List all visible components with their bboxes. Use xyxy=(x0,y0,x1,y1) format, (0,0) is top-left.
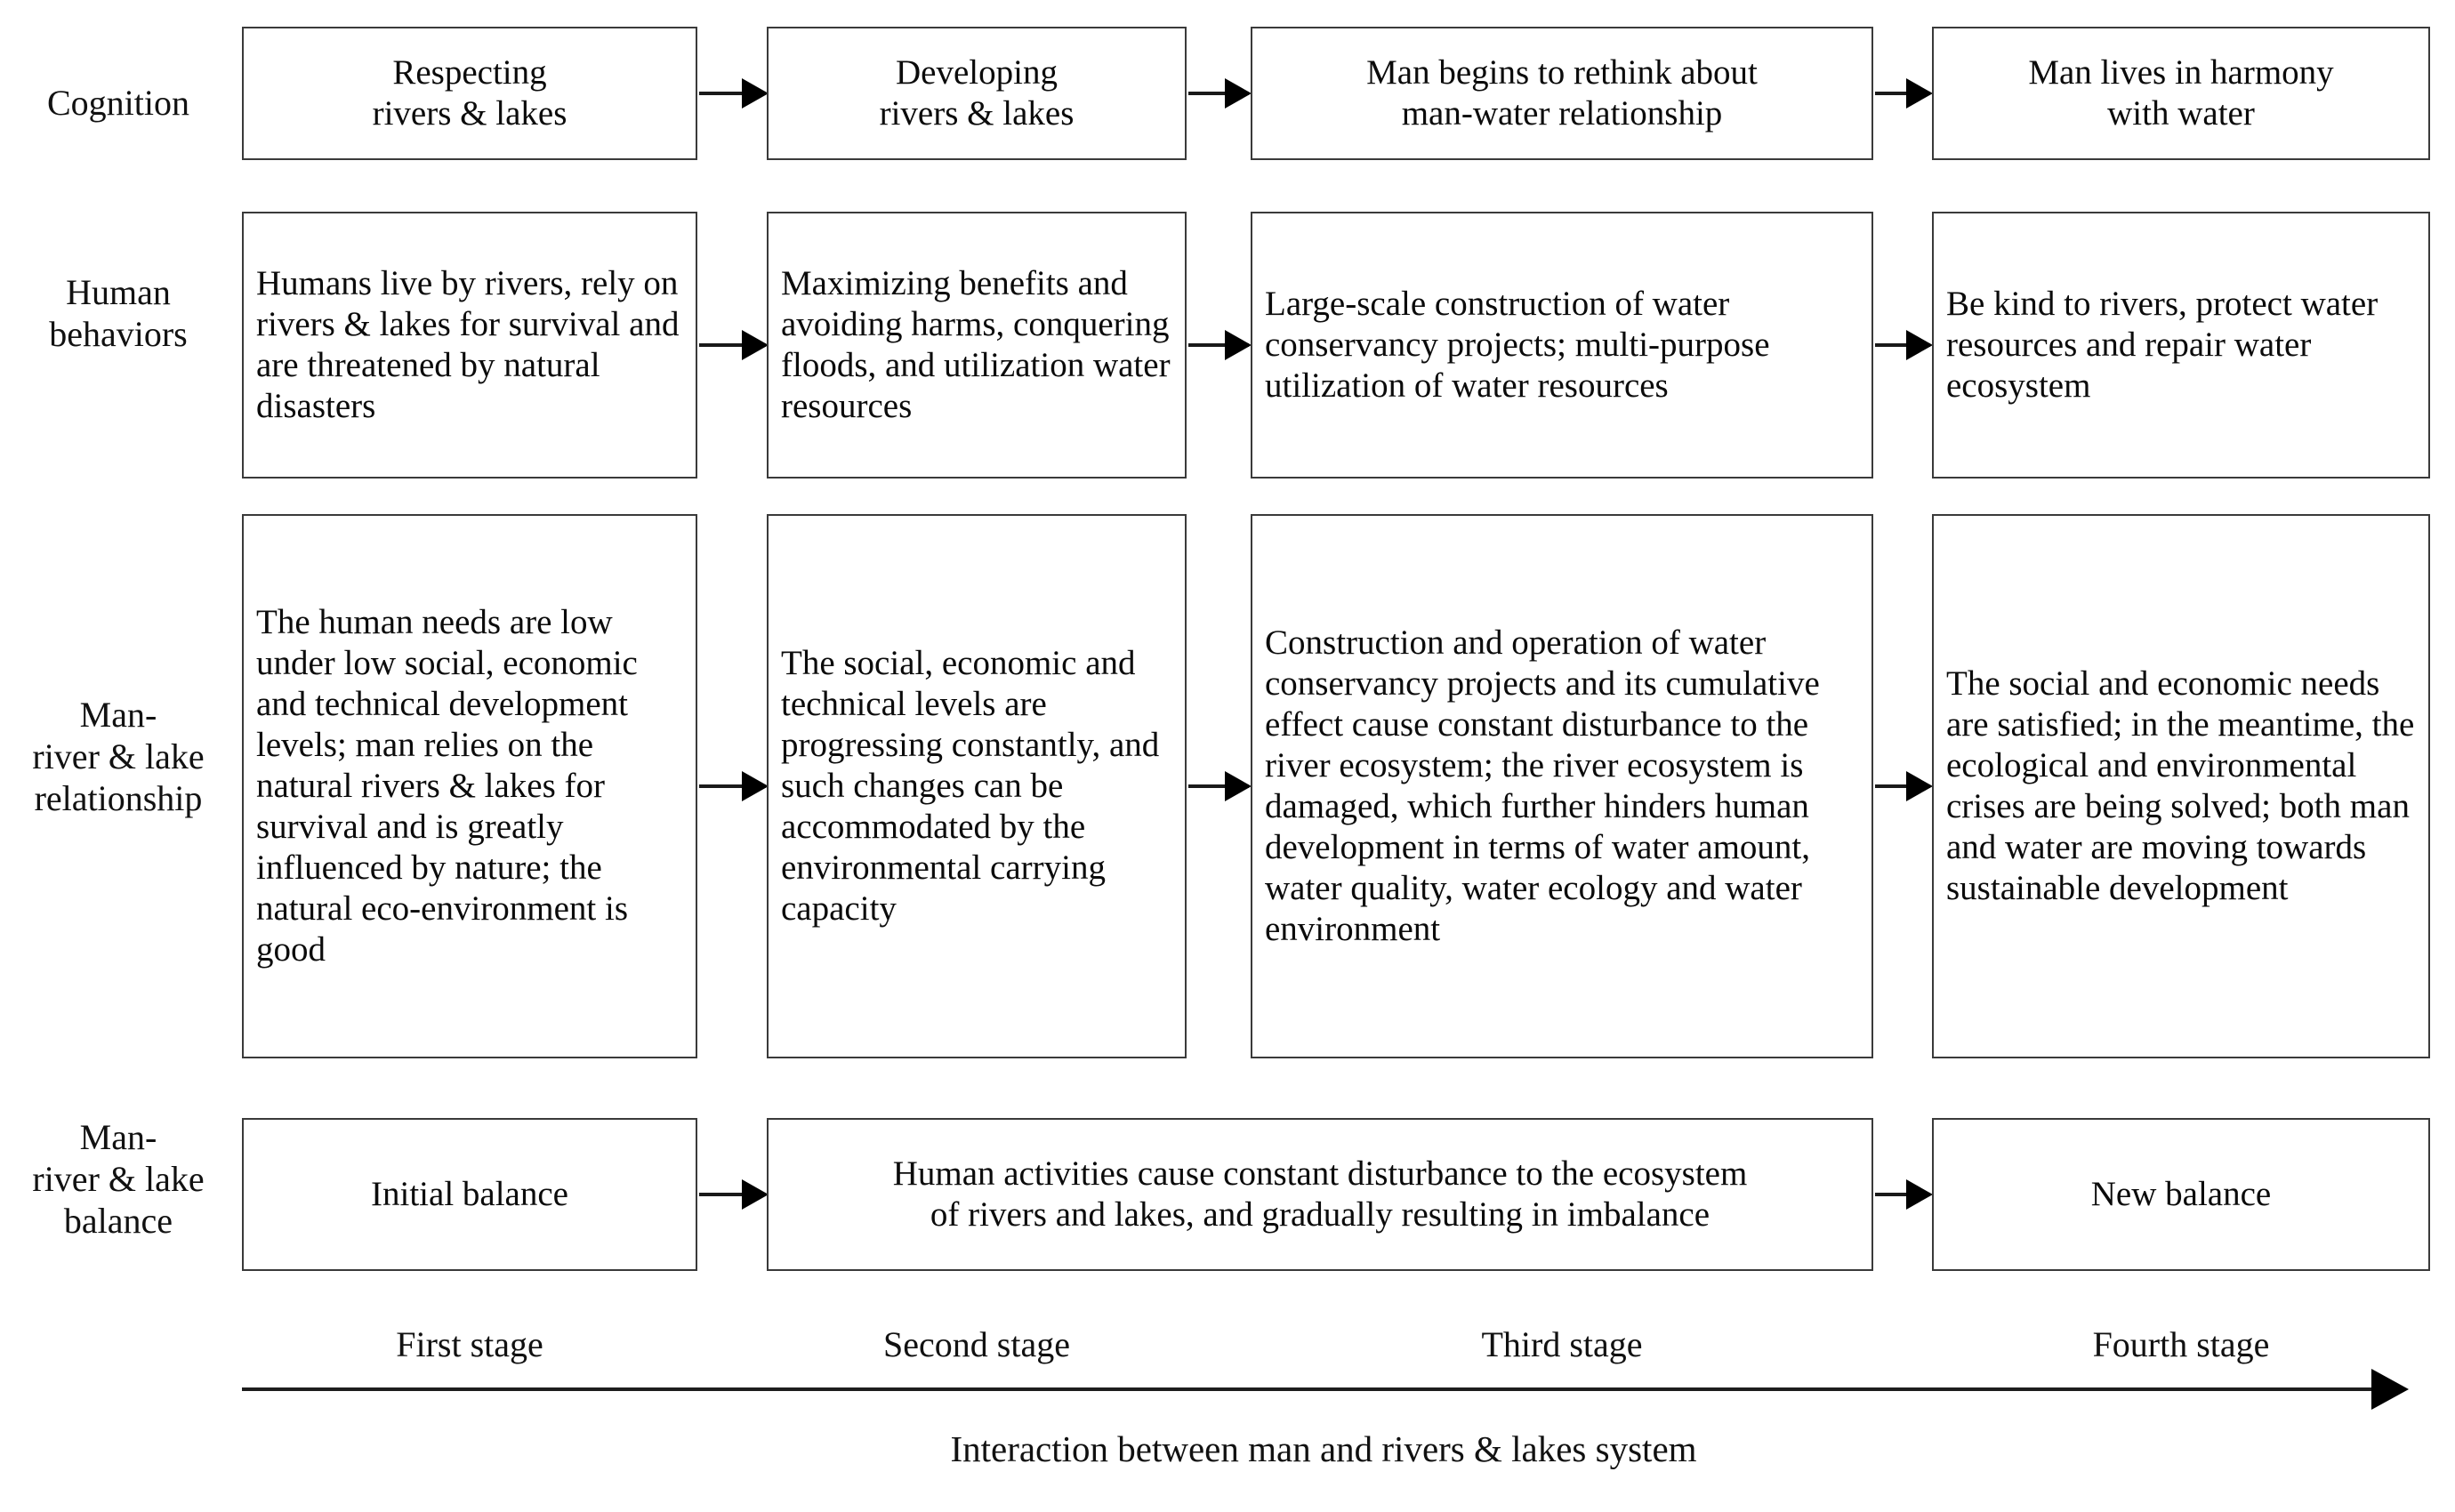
balance-stage-2-text: Human activities cause constant disturba… xyxy=(892,1154,1748,1234)
relationship-stage-3-text: Construction and operation of water cons… xyxy=(1265,623,1820,949)
row-label-human-behaviors: Human behaviors xyxy=(7,271,229,355)
row-label-man-river-lake-relationship: Man- river & lake relationship xyxy=(7,694,229,820)
arrow-human-behaviors-2-to-3 xyxy=(1188,343,1249,347)
relationship-stage-2-text: The social, economic and technical level… xyxy=(781,643,1160,929)
arrow-balance-1-to-2 xyxy=(699,1193,766,1196)
row-label-line: balance xyxy=(63,1201,173,1242)
arrow-cognition-3-to-4 xyxy=(1875,92,1930,95)
arrow-human-behaviors-1-to-2 xyxy=(699,343,766,347)
row-label-line: Man- xyxy=(79,695,157,735)
relationship-stage-1-box[interactable]: The human needs are low under low social… xyxy=(242,514,697,1058)
human-behaviors-stage-2-text: Maximizing benefits and avoiding harms, … xyxy=(781,263,1171,426)
row-label-line: Man- xyxy=(79,1117,157,1157)
arrow-cognition-1-to-2 xyxy=(699,92,766,95)
balance-stage-2-box[interactable]: Human activities cause constant disturba… xyxy=(767,1118,1873,1271)
balance-stage-3-text: New balance xyxy=(2090,1174,2272,1213)
balance-stage-1-text: Initial balance xyxy=(371,1174,568,1213)
row-label-line: river & lake xyxy=(32,1159,205,1200)
relationship-stage-4-text: The social and economic needs are satisf… xyxy=(1946,664,2415,908)
arrow-relationship-3-to-4 xyxy=(1875,784,1930,788)
human-behaviors-stage-4-box[interactable]: Be kind to rivers, protect water resourc… xyxy=(1932,212,2430,479)
human-behaviors-stage-2-box[interactable]: Maximizing benefits and avoiding harms, … xyxy=(767,212,1187,479)
timeline-axis-arrow xyxy=(242,1387,2405,1391)
human-behaviors-stage-4-text: Be kind to rivers, protect water resourc… xyxy=(1946,284,2379,405)
human-behaviors-stage-3-box[interactable]: Large-scale construction of water conser… xyxy=(1251,212,1873,479)
arrow-balance-2-to-3 xyxy=(1875,1193,1930,1196)
arrow-human-behaviors-3-to-4 xyxy=(1875,343,1930,347)
row-label-line: behaviors xyxy=(49,314,188,355)
balance-stage-3-box[interactable]: New balance xyxy=(1932,1118,2430,1271)
relationship-stage-2-box[interactable]: The social, economic and technical level… xyxy=(767,514,1187,1058)
human-behaviors-stage-1-text: Humans live by rivers, rely on rivers & … xyxy=(256,263,680,426)
arrow-relationship-1-to-2 xyxy=(699,784,766,788)
stage-label-first: First stage xyxy=(396,1324,543,1364)
arrow-cognition-2-to-3 xyxy=(1188,92,1249,95)
row-label-cognition: Cognition xyxy=(46,83,190,123)
stage-label-fourth: Fourth stage xyxy=(2092,1324,2270,1364)
row-label-line: Human xyxy=(66,272,171,312)
row-label-line: relationship xyxy=(34,778,203,819)
relationship-stage-4-box[interactable]: The social and economic needs are satisf… xyxy=(1932,514,2430,1058)
stage-label-second: Second stage xyxy=(883,1324,1070,1364)
row-label-man-river-lake-balance: Man- river & lake balance xyxy=(7,1116,229,1243)
balance-stage-1-box[interactable]: Initial balance xyxy=(242,1118,697,1271)
human-behaviors-stage-1-box[interactable]: Humans live by rivers, rely on rivers & … xyxy=(242,212,697,479)
relationship-stage-1-text: The human needs are low under low social… xyxy=(256,602,638,969)
row-label-line: river & lake xyxy=(32,736,205,777)
human-behaviors-stage-3-text: Large-scale construction of water conser… xyxy=(1265,284,1770,405)
axis-caption: Interaction between man and rivers & lak… xyxy=(950,1428,1697,1469)
stage-label-third: Third stage xyxy=(1481,1324,1643,1364)
relationship-stage-3-box[interactable]: Construction and operation of water cons… xyxy=(1251,514,1873,1058)
arrow-relationship-2-to-3 xyxy=(1188,784,1249,788)
